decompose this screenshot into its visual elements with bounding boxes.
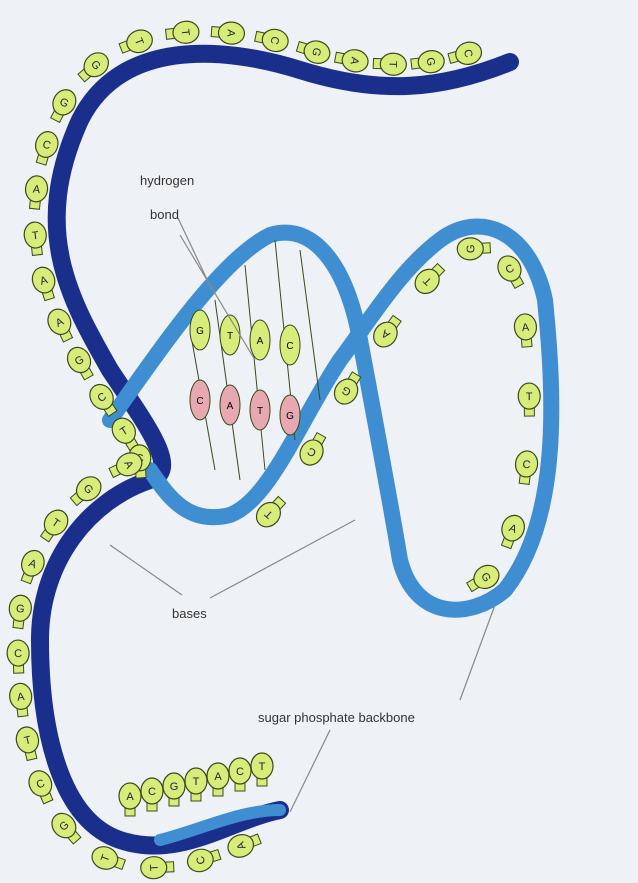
- outer-base-13: T: [23, 221, 48, 256]
- outer-base-24-letter: G: [15, 603, 25, 616]
- pair-2-0-letter: A: [257, 336, 264, 347]
- outer-base-27: T: [14, 725, 43, 762]
- bottom-base-2: G: [163, 773, 185, 806]
- backbone-leader-right: [460, 605, 495, 700]
- outer-base-25-letter: C: [14, 648, 22, 660]
- bases-leader-left: [110, 545, 182, 595]
- bottom-base-6-letter: T: [259, 761, 266, 773]
- outer-base-2-letter: T: [386, 61, 398, 68]
- outer-base-3: A: [333, 46, 369, 74]
- bases-label: bases: [172, 606, 207, 621]
- backbone-leader-bottom: [290, 730, 330, 812]
- pair-3-1-letter: G: [286, 411, 294, 422]
- outer-base-5: C: [253, 26, 290, 54]
- pair-0-1-letter: C: [196, 396, 203, 407]
- pair-2-1-letter: T: [257, 406, 263, 417]
- outer-base-25: C: [7, 640, 30, 674]
- inner-backbone: [110, 227, 551, 610]
- outer-base-1-letter: G: [424, 57, 437, 67]
- rung-4: [300, 250, 320, 400]
- bottom-base-0: A: [119, 783, 141, 816]
- bottom-base-5: C: [229, 758, 251, 791]
- bottom-base-2-letter: G: [170, 781, 179, 793]
- hydrogen-label-line2: bond: [150, 207, 179, 222]
- pair-3-0-letter: C: [286, 341, 293, 352]
- inner-base-2: C: [513, 450, 539, 485]
- hydrogen-label-line1: hydrogen: [140, 173, 194, 188]
- outer-base-24: G: [7, 594, 33, 629]
- backbone-label: sugar phosphate backbone: [258, 710, 415, 725]
- inner-base-3-letter: T: [526, 391, 533, 403]
- rung-2: [245, 265, 265, 470]
- bases-leader-right: [210, 520, 355, 598]
- bases-group: CGTAGCATTGGCATAAGCTCAGTAGCATCGTTCAGACTAC…: [7, 20, 541, 879]
- inner-base-4: A: [513, 313, 538, 348]
- bottom-base-3-letter: T: [193, 776, 200, 788]
- outer-base-31-letter: T: [149, 864, 161, 872]
- inner-base-3: T: [518, 383, 540, 416]
- outer-backbone: [40, 54, 510, 846]
- outer-base-26: A: [8, 682, 34, 717]
- bottom-base-1-letter: C: [148, 786, 156, 798]
- outer-base-7: T: [165, 20, 200, 45]
- bottom-base-1: C: [141, 778, 163, 811]
- bottom-base-4: A: [207, 763, 229, 796]
- outer-base-12: A: [24, 175, 49, 210]
- pair-0-0-letter: G: [196, 326, 204, 337]
- inner-base-6: G: [457, 237, 491, 261]
- bottom-base-0-letter: A: [126, 791, 134, 803]
- pair-1-1-letter: A: [227, 401, 234, 412]
- bottom-base-6: T: [251, 753, 273, 786]
- outer-base-6: A: [211, 21, 246, 46]
- inner-base-6-letter: G: [465, 244, 477, 253]
- outer-base-1: G: [410, 49, 445, 75]
- inner-base-2-letter: C: [522, 459, 531, 472]
- bottom-base-4-letter: A: [214, 771, 222, 783]
- pair-1-0-letter: T: [227, 331, 233, 342]
- outer-base-31: T: [140, 856, 174, 879]
- bottom-base-3: T: [185, 768, 207, 801]
- outer-base-2: T: [373, 52, 407, 75]
- bottom-base-5-letter: C: [236, 766, 244, 778]
